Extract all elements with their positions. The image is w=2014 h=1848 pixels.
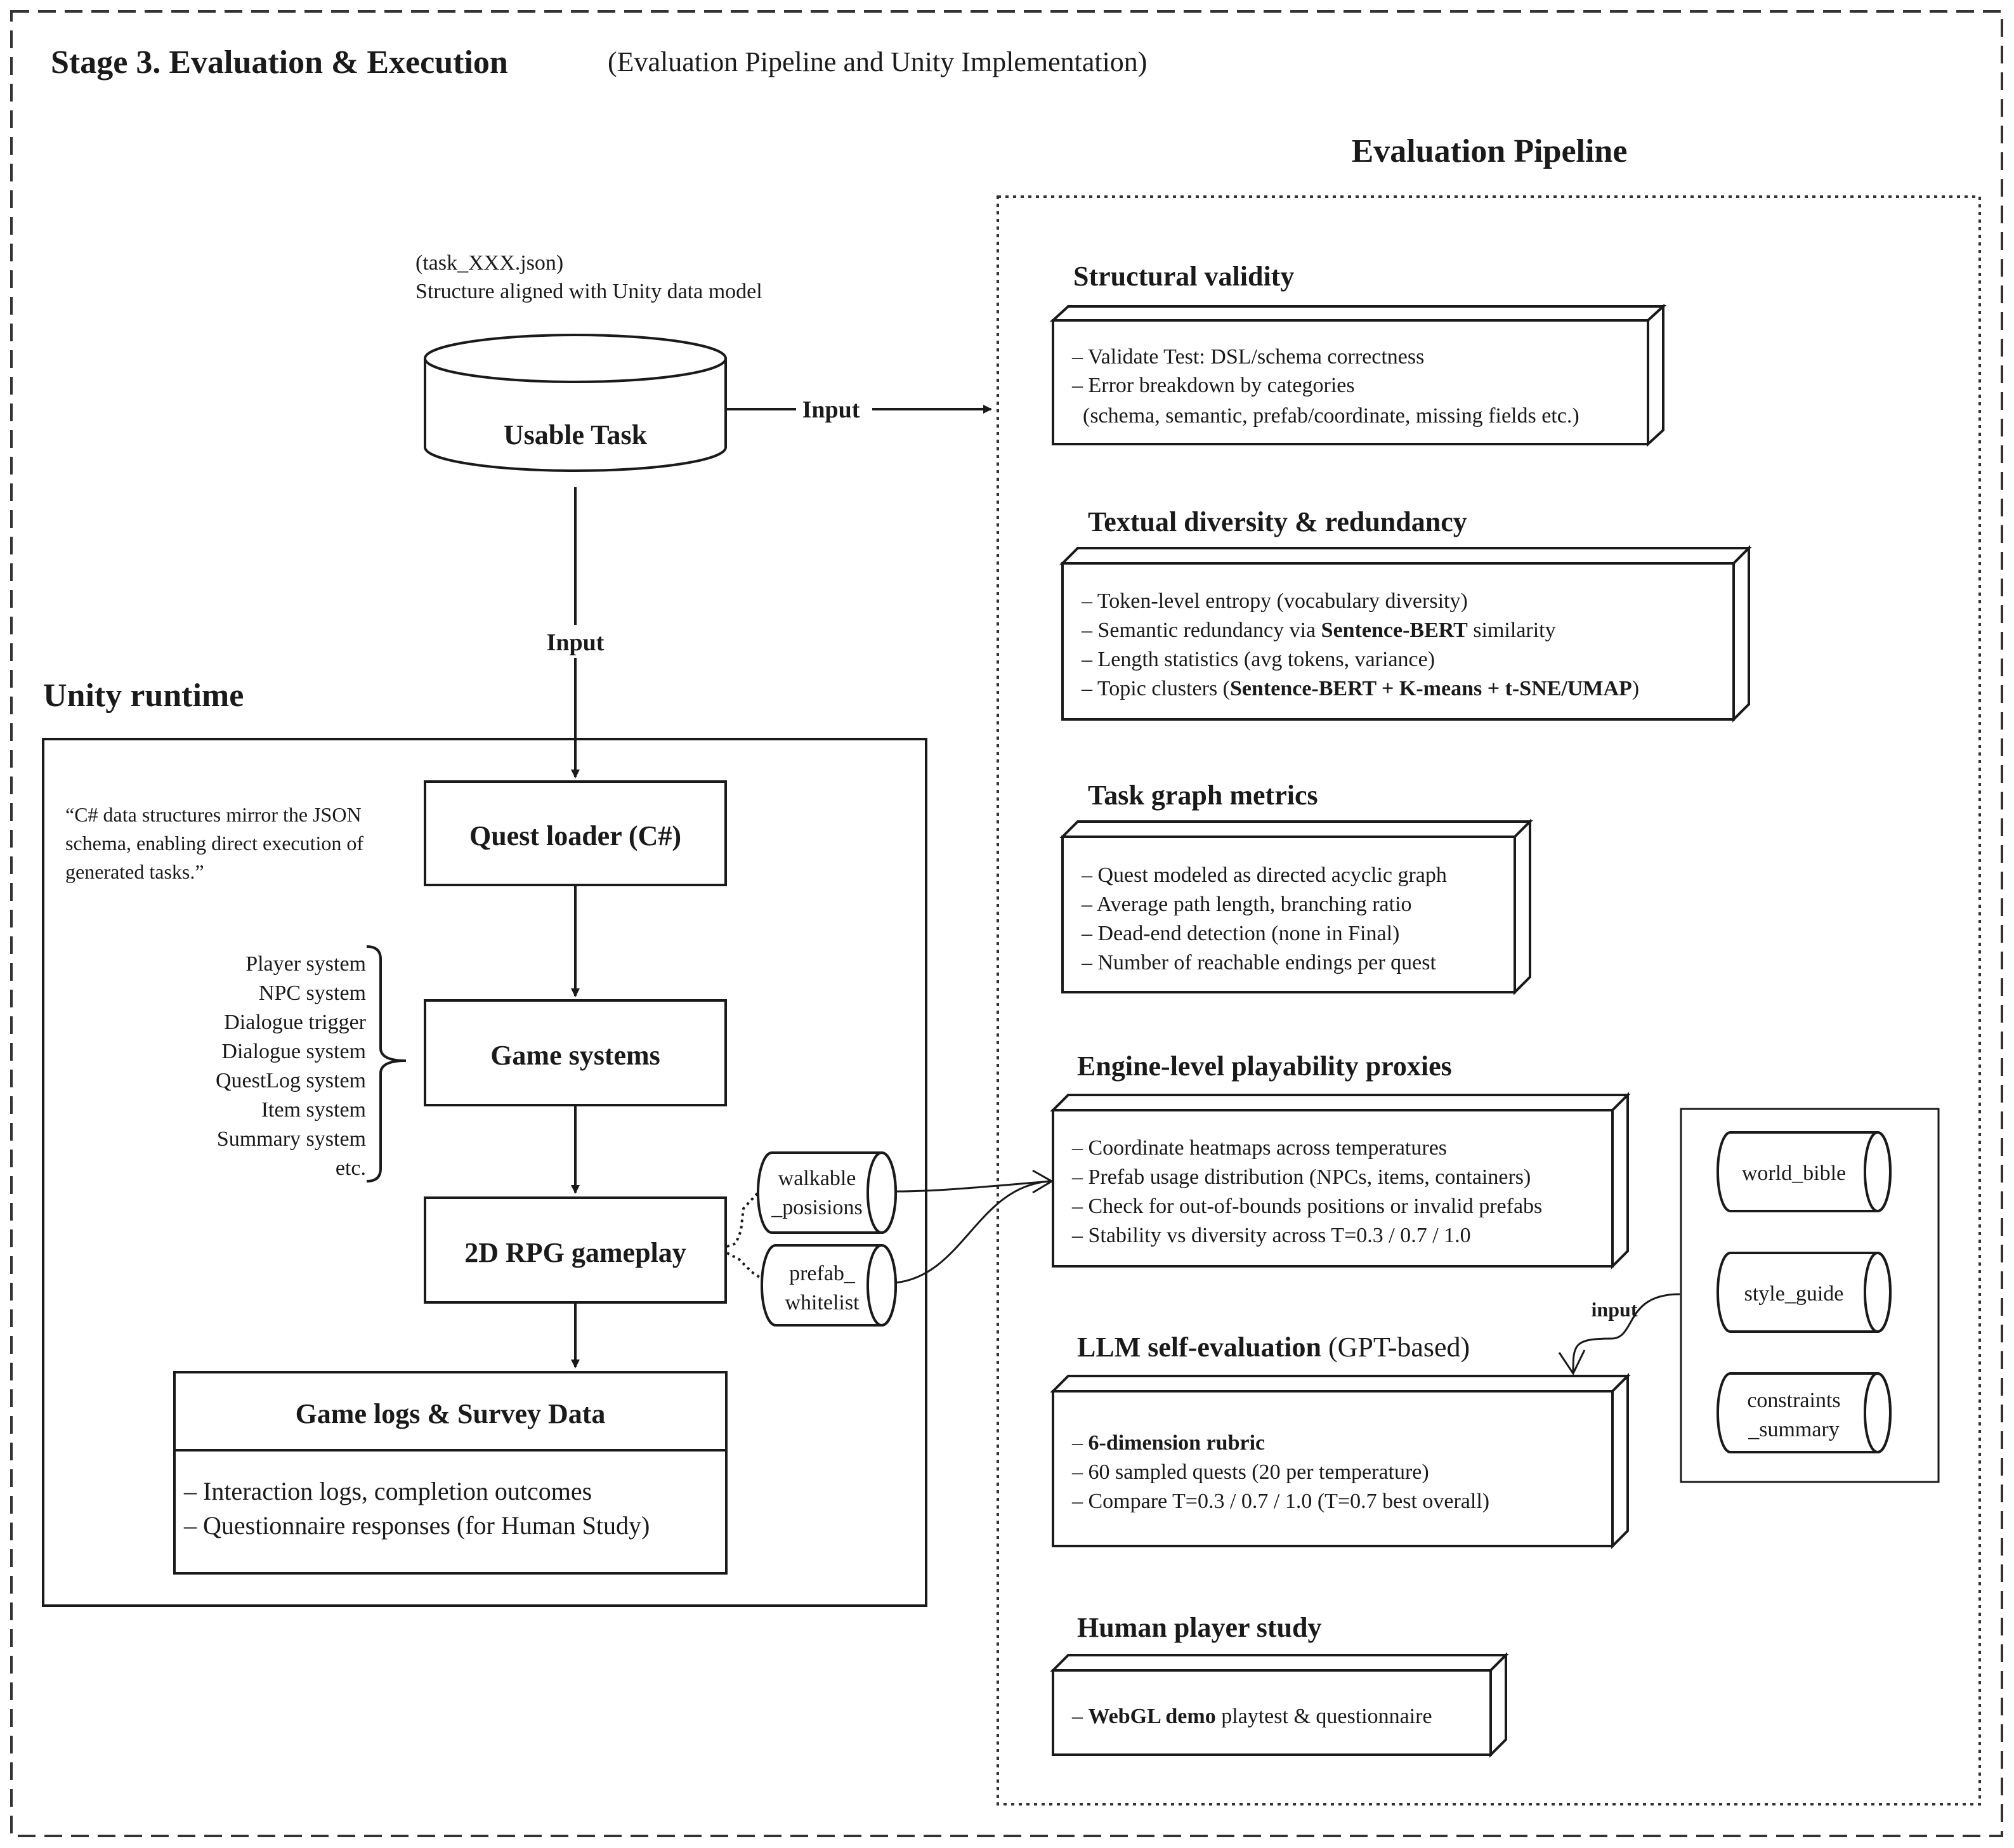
stage-title: Stage 3. Evaluation & Execution <box>51 44 508 81</box>
system-dialogue-trigger: Dialogue trigger <box>224 1011 366 1034</box>
structural-item-3: (schema, semantic, prefab/coordinate, mi… <box>1072 404 1579 428</box>
structural-item-1: – Validate Test: DSL/schema correctness <box>1071 345 1424 369</box>
textual-item-2: – Semantic redundancy via Sentence-BERT … <box>1081 619 1556 642</box>
graph-item-1: – Quest modeled as directed acyclic grap… <box>1081 863 1447 887</box>
prefab-label-line2: whitelist <box>785 1291 860 1314</box>
human-title: Human player study <box>1077 1612 1322 1643</box>
system-summary: Summary system <box>217 1127 366 1151</box>
human-item: – WebGL demo playtest & questionnaire <box>1071 1705 1432 1728</box>
graph-item-4: – Number of reachable endings per quest <box>1081 951 1436 974</box>
quest-loader-box[interactable] <box>424 780 727 886</box>
task-structure-note: Structure aligned with Unity data model <box>415 280 762 303</box>
game-systems-box[interactable] <box>424 999 727 1106</box>
game-logs-item-1: – Interaction logs, completion outcomes <box>183 1477 592 1505</box>
llm-box[interactable] <box>1050 1373 1631 1549</box>
system-player: Player system <box>245 952 366 976</box>
usable-task-cylinder[interactable]: Usable Task <box>424 334 727 472</box>
unity-quote-line2: schema, enabling direct execution of <box>65 832 363 855</box>
unity-quote-line3: generated tasks.” <box>65 860 204 883</box>
systems-brace <box>366 945 407 1183</box>
input-label-down: Input <box>547 629 605 656</box>
constraints-label-line1: constraints <box>1747 1389 1840 1412</box>
textual-title: Textual diversity & redundancy <box>1088 506 1467 537</box>
engine-item-4: – Stability vs diversity across T=0.3 / … <box>1071 1224 1471 1247</box>
structural-box[interactable] <box>1049 303 1667 447</box>
engine-title: Engine-level playability proxies <box>1077 1051 1452 1082</box>
system-questlog: QuestLog system <box>216 1069 366 1092</box>
system-item: Item system <box>261 1098 366 1122</box>
input-curve-arrowhead <box>1558 1349 1586 1376</box>
constraints-summary-cylinder[interactable]: constraints _summary <box>1716 1372 1892 1453</box>
gameplay-box[interactable] <box>424 1196 727 1304</box>
llm-item-2: – 60 sampled quests (20 per temperature) <box>1071 1460 1429 1484</box>
graph-title: Task graph metrics <box>1088 780 1318 811</box>
task-file-note: (task_XXX.json) <box>415 251 563 275</box>
system-dialogue: Dialogue system <box>221 1040 366 1063</box>
world-bible-label: world_bible <box>1742 1162 1846 1185</box>
prefab-label-line1: prefab_ <box>789 1262 856 1285</box>
textual-item-4: – Topic clusters (Sentence-BERT + K-mean… <box>1081 677 1639 700</box>
outer-frame <box>10 10 2003 1837</box>
unity-quote-line1: “C# data structures mirror the JSON <box>65 803 362 826</box>
graph-item-2: – Average path length, branching ratio <box>1081 893 1412 916</box>
constraints-label-line2: _summary <box>1748 1418 1840 1441</box>
game-systems-label: Game systems <box>490 1040 660 1071</box>
engine-box[interactable] <box>1050 1092 1631 1269</box>
input-label-bg <box>796 393 872 425</box>
dotted-link-walkable <box>726 1191 759 1248</box>
graph-item-3: – Dead-end detection (none in Final) <box>1081 922 1399 945</box>
stage-subtitle: (Evaluation Pipeline and Unity Implement… <box>608 46 1147 77</box>
llm-item-3: – Compare T=0.3 / 0.7 / 1.0 (T=0.7 best … <box>1071 1490 1489 1513</box>
prefab-whitelist-cylinder[interactable]: prefab_ whitelist <box>761 1244 897 1327</box>
curve-walkable-to-engine <box>895 1180 1050 1193</box>
llm-title: LLM self-evaluation (GPT-based) <box>1077 1332 1470 1363</box>
style-guide-cylinder[interactable]: style_guide <box>1716 1252 1892 1333</box>
engine-item-2: – Prefab usage distribution (NPCs, items… <box>1071 1165 1531 1189</box>
style-guide-label: style_guide <box>1744 1282 1844 1306</box>
pipeline-title: Evaluation Pipeline <box>1352 133 1628 169</box>
usable-task-label: Usable Task <box>504 419 648 450</box>
unity-title: Unity runtime <box>43 678 244 714</box>
system-npc: NPC system <box>259 981 366 1005</box>
graph-box[interactable] <box>1059 818 1533 995</box>
gameplay-label: 2D RPG gameplay <box>464 1237 686 1268</box>
walkable-label-line1: walkable <box>778 1167 856 1190</box>
game-logs-item-2: – Questionnaire responses (for Human Stu… <box>183 1511 650 1540</box>
engine-item-1: – Coordinate heatmaps across temperature… <box>1071 1136 1447 1160</box>
textual-box[interactable] <box>1059 545 1752 723</box>
textual-item-1: – Token-level entropy (vocabulary divers… <box>1081 589 1468 613</box>
game-logs-title: Game logs & Survey Data <box>296 1398 606 1429</box>
input-label-right: Input <box>802 396 860 423</box>
engine-item-3: – Check for out-of-bounds positions or i… <box>1071 1195 1542 1218</box>
system-etc: etc. <box>336 1157 366 1180</box>
dotted-link-prefab <box>726 1252 772 1286</box>
world-bible-cylinder[interactable]: world_bible <box>1716 1131 1892 1212</box>
input-curve-to-llm <box>1572 1293 1680 1374</box>
llm-item-1: – 6-dimension rubric <box>1071 1431 1265 1455</box>
structural-item-2: – Error breakdown by categories <box>1071 374 1355 397</box>
input-down-label-bg <box>536 625 615 658</box>
human-box[interactable] <box>1050 1652 1509 1758</box>
input-label-lower: input <box>1592 1298 1638 1321</box>
textual-item-3: – Length statistics (avg tokens, varianc… <box>1081 648 1435 671</box>
structural-title: Structural validity <box>1073 261 1294 292</box>
walkable-positions-cylinder[interactable]: walkable _posisions <box>757 1151 897 1234</box>
walkable-label-line2: _posisions <box>771 1196 863 1219</box>
curve-prefab-to-engine <box>895 1180 1050 1284</box>
quest-loader-label: Quest loader (C#) <box>469 820 681 851</box>
game-logs-box[interactable] <box>173 1371 728 1575</box>
unity-frame <box>42 738 927 1607</box>
